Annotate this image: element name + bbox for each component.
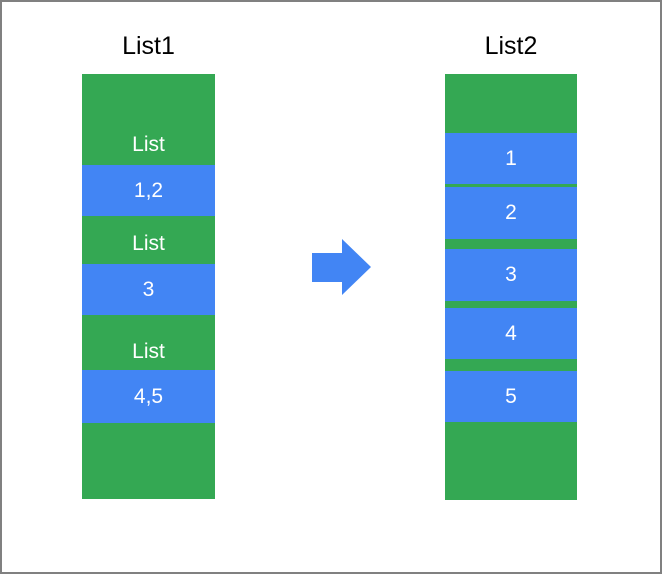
right-arrow-head [342, 239, 371, 295]
list1-title: List1 [122, 32, 175, 60]
list1-value-block: 3 [82, 264, 215, 315]
list2-value-block: 5 [445, 371, 577, 422]
list1-value-block: 4,5 [82, 370, 215, 423]
list1-sublist-label: List [132, 232, 165, 255]
list1-value-block: 1,2 [82, 165, 215, 216]
right-arrow-shaft [312, 253, 343, 282]
list2-value-block: 1 [445, 133, 577, 184]
list2-value-block: 4 [445, 308, 577, 359]
list2-value-block: 2 [445, 187, 577, 239]
right-arrow-icon [312, 239, 371, 295]
list1-sublist-label: List [132, 133, 165, 156]
list2-value-block: 3 [445, 249, 577, 301]
list1-sublist-label: List [132, 340, 165, 363]
list2-title: List2 [484, 32, 538, 60]
